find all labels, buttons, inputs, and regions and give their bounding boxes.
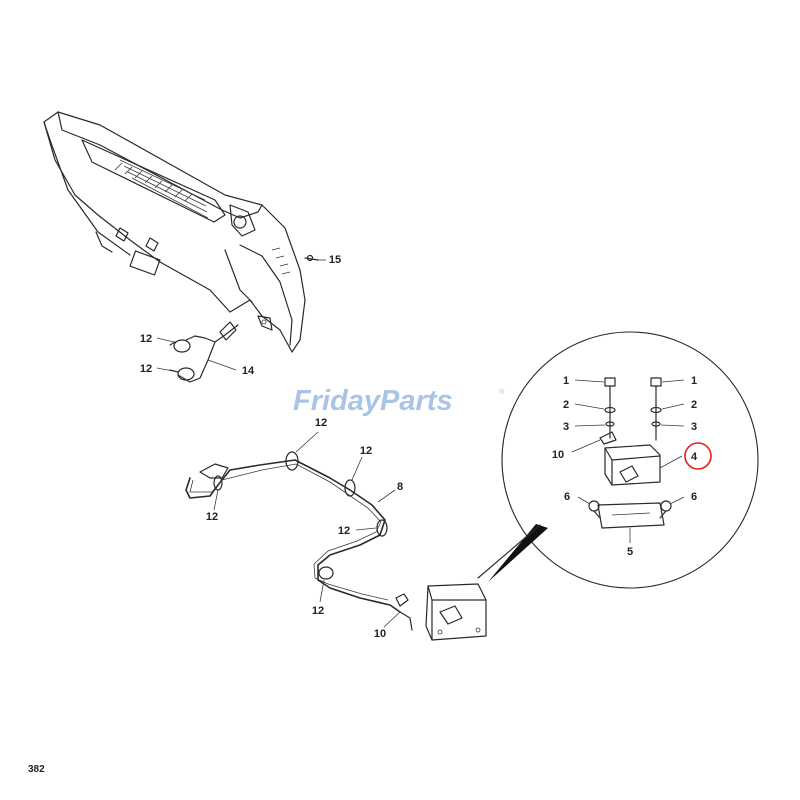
callout-8: 8: [397, 481, 403, 493]
callout-3-left: 3: [563, 421, 569, 433]
callout-14: 14: [242, 365, 255, 377]
callout-1-right: 1: [691, 375, 697, 387]
callout-5: 5: [627, 546, 633, 558]
callout-2-right: 2: [691, 399, 697, 411]
bolt-15-drawing: [304, 254, 326, 262]
callout-labels: 1 1 2 2 3 3 10 4 6 6 5 15 12 12 14 12 12…: [140, 254, 698, 640]
watermark-text: FridayParts: [293, 385, 453, 417]
callout-12-upper-b: 12: [140, 363, 152, 375]
callout-4: 4: [691, 451, 698, 463]
callout-12-harness-d: 12: [206, 511, 218, 523]
callout-12-harness-e: 12: [312, 605, 324, 617]
machine-frame-drawing: [43, 111, 306, 353]
highlight-circle-part-4: [684, 442, 712, 470]
page-number: 382: [28, 764, 45, 775]
watermark-registered-mark: ®: [499, 388, 505, 396]
callout-10-harness: 10: [374, 628, 386, 640]
callout-12-harness-b: 12: [360, 445, 372, 457]
harness-8-drawing: [185, 451, 413, 631]
brand-watermark: FridayParts ®: [293, 385, 505, 417]
harness-14-drawing: [169, 321, 239, 383]
callout-10-detail: 10: [552, 449, 564, 461]
callout-3-right: 3: [691, 421, 697, 433]
callout-12-harness-a: 12: [315, 417, 327, 429]
callout-15: 15: [329, 254, 341, 266]
switch-box-drawing: [425, 583, 487, 641]
callout-12-harness-c: 12: [338, 525, 350, 537]
leader-lines: [156, 337, 685, 628]
callout-12-upper-a: 12: [140, 333, 152, 345]
detail-view-drawing: [477, 331, 759, 589]
callout-1-left: 1: [563, 375, 569, 387]
callout-2-left: 2: [563, 399, 569, 411]
callout-6-left: 6: [564, 491, 570, 503]
callout-6-right: 6: [691, 491, 697, 503]
